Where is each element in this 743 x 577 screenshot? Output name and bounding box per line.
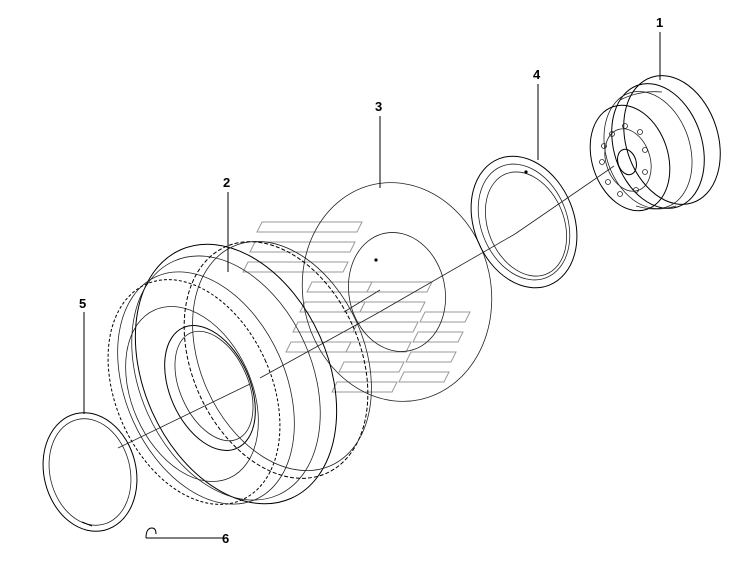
callout-3: 3	[375, 99, 382, 114]
callout-4: 4	[533, 67, 541, 82]
callout-5: 5	[79, 296, 86, 311]
part-6-valve	[145, 527, 225, 539]
part-2-tire	[107, 241, 372, 505]
callout-1: 1	[656, 15, 663, 30]
part-3-inner-tube	[301, 182, 493, 402]
callout-2: 2	[223, 175, 230, 190]
assembly-axis-lines	[117, 165, 615, 449]
leader-lines	[83, 32, 661, 414]
callout-labels: 1 2 3 4 5 6	[79, 15, 663, 546]
part-1-wheel-rim	[589, 75, 721, 212]
part-4-rim-flap	[470, 155, 578, 289]
callout-6: 6	[222, 531, 229, 546]
part-5-lock-ring	[42, 412, 138, 532]
watermark-logo	[242, 221, 471, 393]
